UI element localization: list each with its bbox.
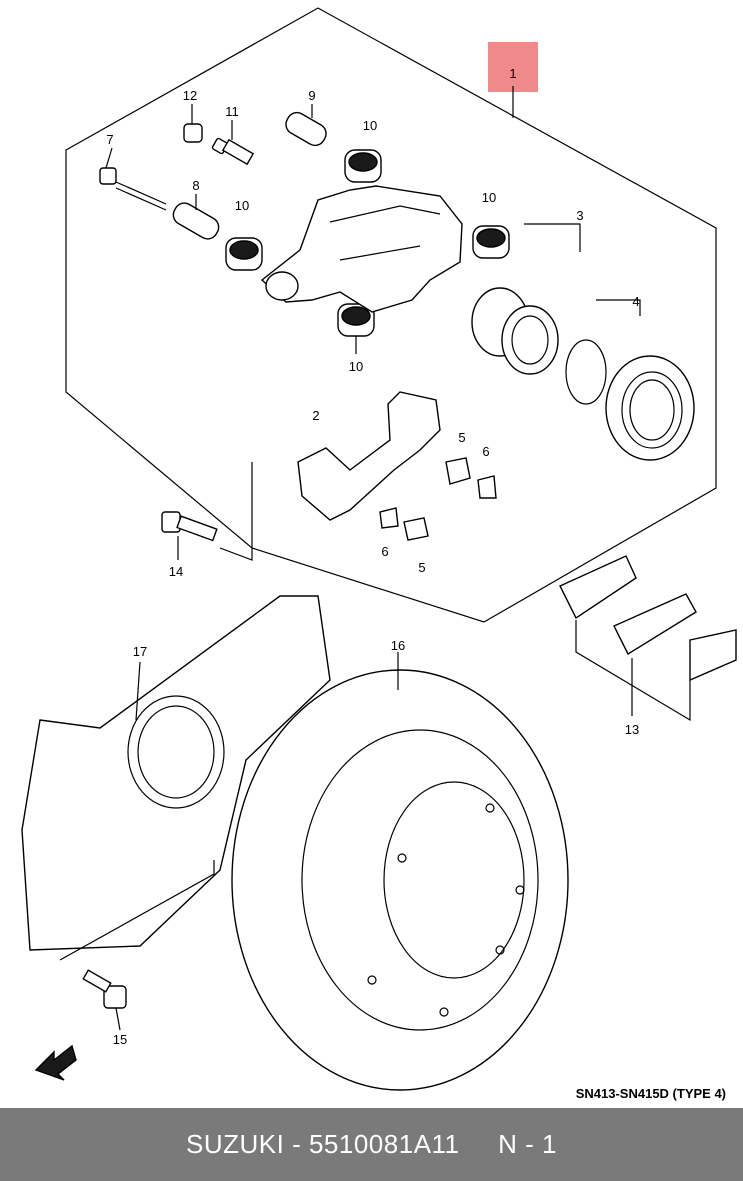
callout-16: 16	[391, 638, 405, 653]
footer-brand: SUZUKI	[185, 1129, 285, 1159]
caliper-assembly-frame	[65, 7, 717, 623]
callout-3: 3	[576, 208, 583, 223]
brake-pad-part	[559, 555, 737, 682]
boot-part	[225, 237, 263, 271]
footer-separator: -	[292, 1129, 302, 1159]
plate-bolt-part	[82, 969, 127, 1009]
callout-9: 9	[308, 88, 315, 103]
callout-10: 10	[235, 198, 249, 213]
callout-10: 10	[349, 359, 363, 374]
piston-boot-part	[605, 355, 695, 461]
model-code: SN413-SN415D (TYPE 4)	[576, 1086, 726, 1101]
footer-bar: SUZUKI - 5510081A11 N - 1	[0, 1108, 743, 1181]
callout-6: 6	[482, 444, 489, 459]
caliper-bracket-part	[297, 391, 441, 521]
footer-part-number: 5510081A11	[308, 1129, 460, 1159]
front-direction-arrow	[34, 1044, 77, 1081]
mounting-bolt-part	[161, 511, 218, 542]
backing-plate-part	[21, 595, 331, 951]
pad-spring-part	[379, 507, 399, 529]
callout-5: 5	[458, 430, 465, 445]
part-1-highlight	[488, 42, 538, 92]
callout-6: 6	[381, 544, 388, 559]
bleeder-screw-part	[211, 137, 255, 166]
callout-10: 10	[482, 190, 496, 205]
bolt-part	[99, 167, 167, 211]
pad-spring-part	[477, 475, 497, 499]
callout-10: 10	[363, 118, 377, 133]
brake-disc-part	[231, 669, 569, 1091]
pad-clip-part	[403, 517, 429, 541]
callout-14: 14	[169, 564, 183, 579]
boot-part	[472, 225, 510, 259]
guide-pin-part	[285, 111, 327, 147]
dust-cap-part	[183, 123, 203, 143]
footer-page: N - 1	[498, 1129, 557, 1159]
caliper-body-part	[260, 185, 463, 313]
callout-1: 1	[509, 66, 516, 81]
callout-8: 8	[192, 178, 199, 193]
sleeve-part	[172, 202, 220, 240]
callout-12: 12	[183, 88, 197, 103]
piston-part	[471, 287, 559, 375]
callout-13: 13	[625, 722, 639, 737]
callout-4: 4	[632, 294, 639, 309]
pad-clip-part	[445, 457, 471, 485]
boot-part	[337, 303, 375, 337]
boot-part	[344, 149, 382, 183]
callout-11: 11	[225, 104, 239, 119]
callout-17: 17	[133, 644, 147, 659]
callout-2: 2	[312, 408, 319, 423]
piston-seal-part	[565, 339, 607, 405]
callout-5: 5	[418, 560, 425, 575]
brake-parts-diagram: 1 2 3 4 5 5 6 6 7 8 9 10 10 10 10 11 12 …	[21, 7, 737, 1101]
callout-7: 7	[106, 132, 113, 147]
callout-15: 15	[113, 1032, 127, 1047]
